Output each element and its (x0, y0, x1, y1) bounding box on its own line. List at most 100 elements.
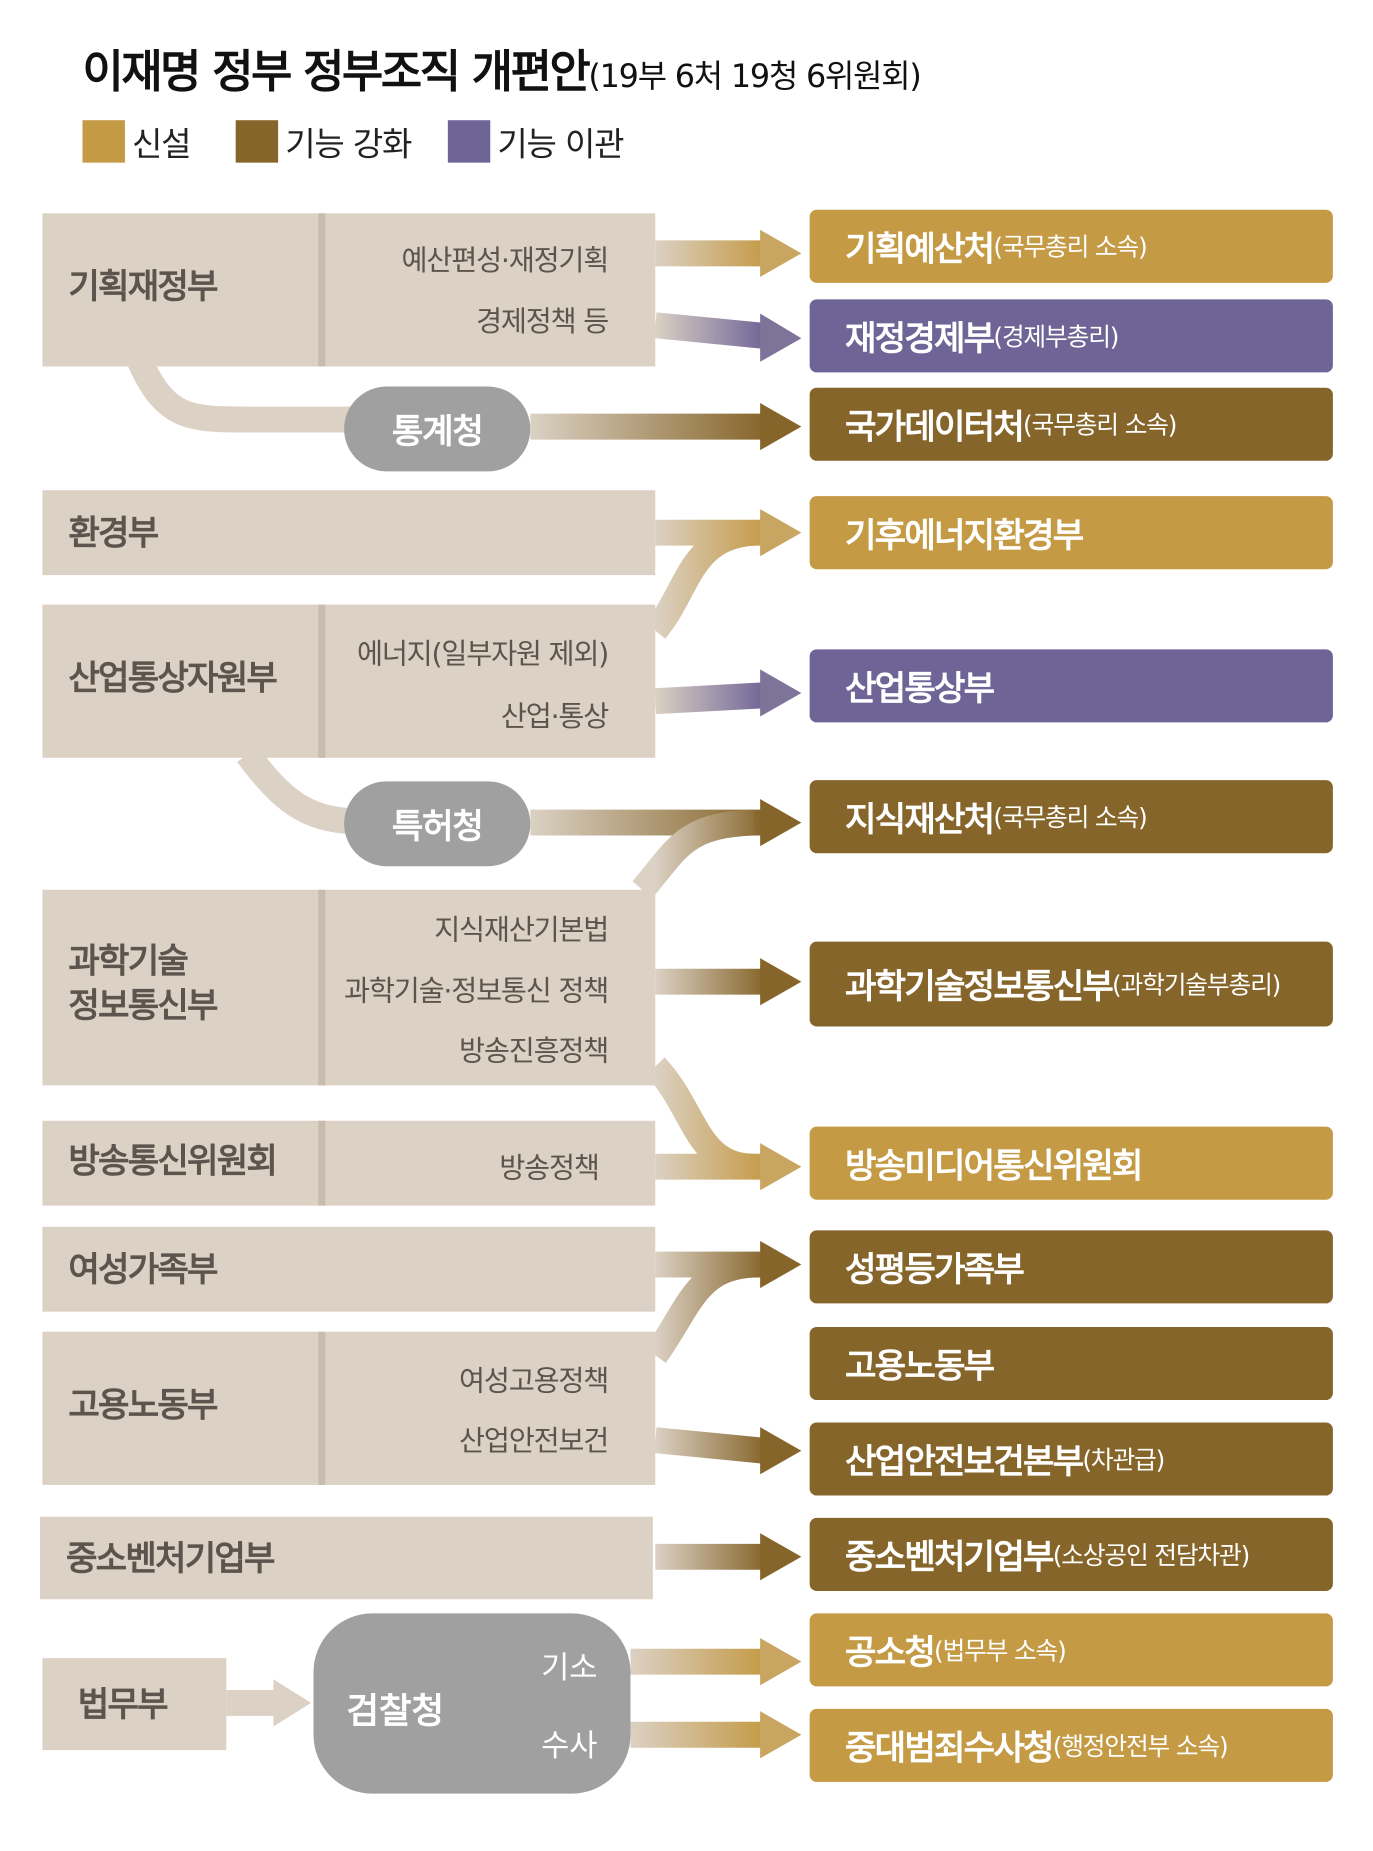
ministry-name: 환경부 (68, 512, 159, 553)
ministry-name: 고용노동부 (68, 1384, 218, 1425)
new-org: 고용노동부 (809, 1326, 1333, 1401)
current-kcc: 방송통신위원회 방송정책 (42, 1120, 656, 1206)
new-org: 지식재산처(국무총리 소속) (809, 780, 1333, 854)
org-note: (국무총리 소속) (993, 803, 1147, 833)
ministry-name: 과학기술 (68, 940, 188, 981)
new-org: 산업통상부 (809, 649, 1333, 723)
agency-patent: 특허청 (344, 781, 531, 867)
function-label: 방송진흥정책 (459, 1034, 609, 1068)
role-label: 수사 (541, 1728, 598, 1765)
arrowhead-icon (760, 958, 802, 1006)
function-label: 예산편성·재정기획 (401, 243, 610, 277)
new-org: 중소벤처기업부(소상공인 전담차관) (809, 1517, 1333, 1591)
current-moef: 기획재정부 예산편성·재정기획 경제정책 등 (42, 213, 656, 367)
ministry-name: 정보통신부 (68, 985, 218, 1026)
function-label: 지식재산기본법 (434, 913, 609, 947)
ministry-name: 여성가족부 (68, 1249, 218, 1290)
arrowhead-icon (760, 1240, 802, 1289)
org-note: (국무총리 소속) (993, 233, 1147, 262)
org-name: 방송미디어통신위원회 (844, 1145, 1144, 1186)
page-title: 이재명 정부 정부조직 개편안(19부 6처 19청 6위원회) (82, 35, 921, 100)
arrowhead-icon (273, 1679, 312, 1727)
org-name: 기획예산처 (844, 228, 995, 269)
current-mogef: 여성가족부 (42, 1226, 656, 1312)
legend-label-new: 신설 (131, 124, 192, 164)
current-mss: 중소벤처기업부 (40, 1516, 653, 1600)
function-label: 여성고용정책 (459, 1364, 609, 1398)
org-name: 산업통상부 (844, 668, 995, 709)
current-mol: 고용노동부 여성고용정책 산업안전보건 (42, 1331, 656, 1485)
function-label: 방송정책 (499, 1151, 600, 1185)
org-name: 과학기술정보통신부 (844, 966, 1114, 1007)
new-org: 기후에너지환경부 (809, 496, 1333, 570)
org-name: 산업안전보건본부 (844, 1441, 1084, 1482)
org-note: (소상공인 전담차관) (1052, 1541, 1251, 1570)
arrowhead-icon (760, 1638, 802, 1686)
arrowhead-icon (760, 1533, 802, 1581)
agency-prosecution: 검찰청 기소 수사 (313, 1613, 631, 1794)
org-name: 고용노동부 (844, 1345, 995, 1386)
arrowhead-icon (760, 1711, 802, 1759)
org-name: 중소벤처기업부 (844, 1536, 1054, 1577)
title-sub: (19부 6처 19청 6위원회) (588, 58, 921, 96)
org-name: 지식재산처 (844, 799, 995, 840)
ministry-name: 기획재정부 (68, 266, 218, 307)
agency-name: 검찰청 (346, 1691, 445, 1733)
current-moj: 법무부 (42, 1658, 227, 1751)
function-label: 경제정책 등 (476, 305, 609, 339)
function-label: 산업·통상 (500, 700, 609, 734)
role-label: 기소 (541, 1651, 598, 1687)
legend-swatch-strengthened (235, 120, 279, 163)
divider (318, 889, 326, 1086)
arrowhead-icon (760, 799, 802, 847)
divider (318, 213, 326, 367)
new-org: 국가데이터처(국무총리 소속) (809, 387, 1333, 461)
divider (318, 1331, 326, 1485)
function-label: 산업안전보건 (459, 1424, 609, 1458)
legend-swatch-transferred (447, 120, 491, 163)
new-org: 재정경제부(경제부총리) (809, 299, 1333, 373)
org-name: 재정경제부 (844, 318, 995, 359)
org-name: 국가데이터처 (844, 406, 1025, 447)
new-org: 성평등가족부 (809, 1230, 1333, 1304)
function-label: 과학기술·정보통신 정책 (344, 974, 609, 1008)
arrowhead-icon (760, 509, 802, 557)
new-org: 기획예산처(국무총리 소속) (809, 209, 1333, 283)
org-name: 성평등가족부 (844, 1249, 1025, 1290)
new-org: 공소청(법무부 소속) (809, 1613, 1333, 1687)
legend-swatch-new (82, 120, 125, 163)
org-note: (행정안전부 소속) (1052, 1732, 1229, 1761)
agency-statistics: 통계청 (344, 386, 531, 472)
org-note: (차관급) (1082, 1446, 1165, 1475)
current-env: 환경부 (42, 490, 656, 576)
current-msit: 과학기술 정보통신부 지식재산기본법 과학기술·정보통신 정책 방송진흥정책 (42, 889, 656, 1086)
arrowhead-icon (760, 229, 802, 277)
function-label: 에너지(일부자원 제외) (356, 637, 609, 671)
org-note: (과학기술부총리) (1112, 971, 1281, 1000)
arrowhead-icon (760, 313, 802, 362)
new-org: 중대범죄수사청(행정안전부 소속) (809, 1708, 1333, 1782)
legend-label-transferred: 기능 이관 (497, 124, 624, 164)
org-name: 기후에너지환경부 (844, 515, 1084, 556)
ministry-name: 법무부 (77, 1684, 169, 1725)
ministry-name: 산업통상자원부 (68, 657, 277, 698)
org-name: 공소청 (844, 1632, 936, 1673)
ministry-name: 방송통신위원회 (68, 1140, 277, 1181)
new-org: 방송미디어통신위원회 (809, 1126, 1333, 1200)
new-org: 산업안전보건본부(차관급) (809, 1422, 1333, 1496)
legend-label-strengthened: 기능 강화 (285, 124, 412, 164)
org-note: (국무총리 소속) (1023, 411, 1177, 440)
ministry-name: 중소벤처기업부 (65, 1537, 275, 1579)
arrowhead-icon (760, 403, 802, 451)
org-name: 중대범죄수사청 (844, 1727, 1054, 1768)
arrowhead-icon (760, 669, 802, 717)
title-main: 이재명 정부 정부조직 개편안 (82, 45, 590, 98)
arrowhead-icon (760, 1143, 802, 1191)
new-org: 과학기술정보통신부(과학기술부총리) (809, 941, 1333, 1027)
org-note: (법무부 소속) (934, 1636, 1067, 1666)
divider (318, 1120, 326, 1206)
current-motie: 산업통상자원부 에너지(일부자원 제외) 산업·통상 (42, 604, 656, 758)
org-note: (경제부총리) (993, 322, 1119, 352)
